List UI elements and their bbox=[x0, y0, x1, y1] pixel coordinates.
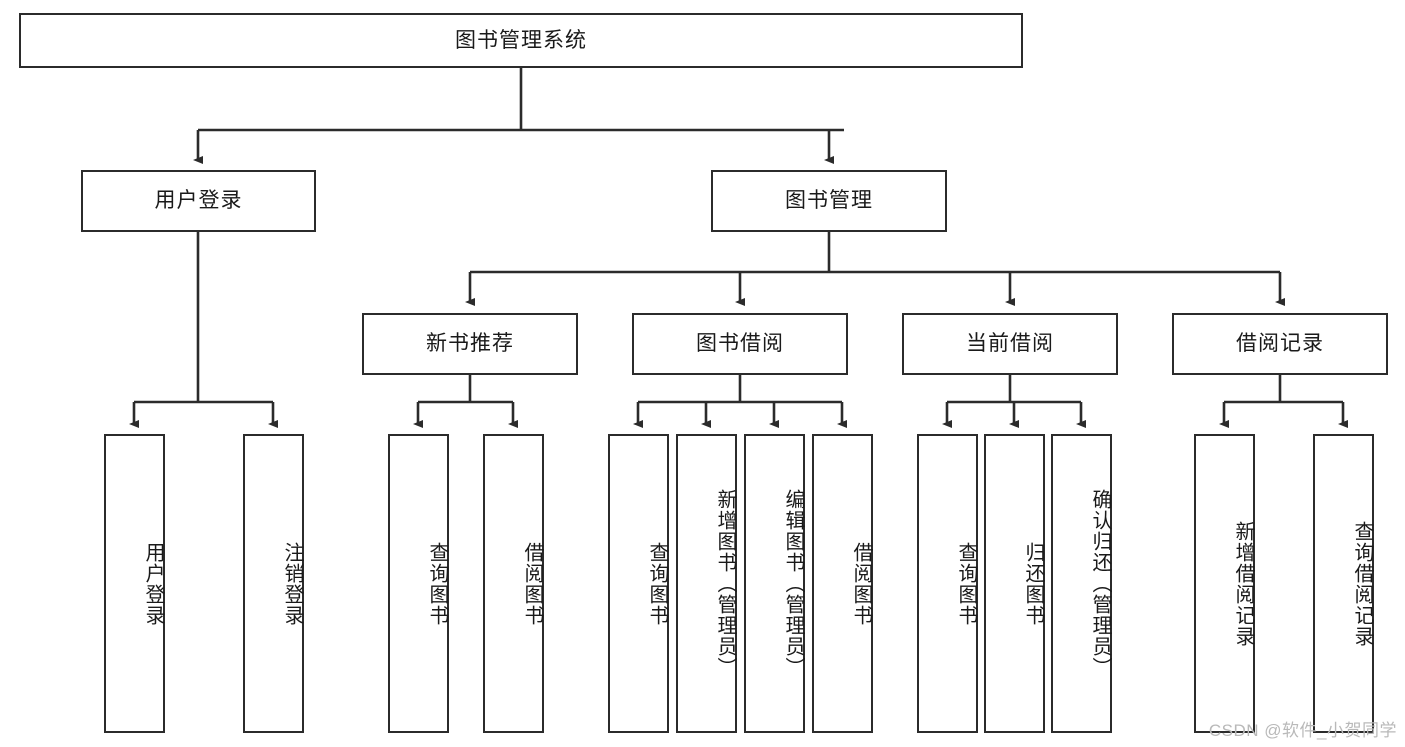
node-borrow-record[interactable]: 借阅记录 bbox=[1172, 313, 1388, 375]
node-leaf-query-record-label: 查询借阅记录 bbox=[1351, 520, 1373, 647]
node-user-login[interactable]: 用户登录 bbox=[81, 170, 316, 232]
node-leaf-add-record-label: 新增借阅记录 bbox=[1232, 520, 1254, 647]
node-current-borrow-label: 当前借阅 bbox=[966, 332, 1054, 356]
node-leaf-query-book-1[interactable]: 查询图书 bbox=[388, 434, 449, 733]
node-borrow-record-label: 借阅记录 bbox=[1236, 332, 1324, 356]
node-leaf-user-logout[interactable]: 注销登录 bbox=[243, 434, 304, 733]
node-book-manage[interactable]: 图书管理 bbox=[711, 170, 947, 232]
node-leaf-edit-book-label: 编辑图书（管理员） bbox=[782, 489, 804, 678]
node-leaf-confirm-return-label: 确认归还（管理员） bbox=[1089, 489, 1111, 678]
node-leaf-query-book-3[interactable]: 查询图书 bbox=[917, 434, 978, 733]
node-user-login-label: 用户登录 bbox=[154, 189, 243, 213]
node-book-manage-label: 图书管理 bbox=[785, 189, 873, 213]
node-leaf-query-record[interactable]: 查询借阅记录 bbox=[1313, 434, 1374, 733]
node-leaf-user-login-label: 用户登录 bbox=[142, 541, 164, 626]
node-leaf-query-book-2[interactable]: 查询图书 bbox=[608, 434, 669, 733]
node-leaf-borrow-book-2-label: 借阅图书 bbox=[850, 541, 872, 626]
node-leaf-user-login[interactable]: 用户登录 bbox=[104, 434, 165, 733]
node-leaf-query-book-3-label: 查询图书 bbox=[955, 541, 977, 626]
node-leaf-add-book-label: 新增图书（管理员） bbox=[714, 489, 736, 678]
node-leaf-add-book[interactable]: 新增图书（管理员） bbox=[676, 434, 737, 733]
node-book-borrow-label: 图书借阅 bbox=[696, 332, 784, 356]
watermark-text: CSDN @软件_小贺同学 bbox=[1208, 721, 1397, 740]
node-leaf-borrow-book-1-label: 借阅图书 bbox=[521, 541, 543, 626]
node-leaf-user-logout-label: 注销登录 bbox=[281, 541, 303, 626]
node-book-borrow[interactable]: 图书借阅 bbox=[632, 313, 848, 375]
node-leaf-return-book[interactable]: 归还图书 bbox=[984, 434, 1045, 733]
node-leaf-borrow-book-1[interactable]: 借阅图书 bbox=[483, 434, 544, 733]
node-root-label: 图书管理系统 bbox=[455, 28, 587, 52]
node-leaf-borrow-book-2[interactable]: 借阅图书 bbox=[812, 434, 873, 733]
node-current-borrow[interactable]: 当前借阅 bbox=[902, 313, 1118, 375]
node-root[interactable]: 图书管理系统 bbox=[19, 13, 1023, 68]
node-new-book-rec[interactable]: 新书推荐 bbox=[362, 313, 578, 375]
node-leaf-add-record[interactable]: 新增借阅记录 bbox=[1194, 434, 1255, 733]
node-leaf-edit-book[interactable]: 编辑图书（管理员） bbox=[744, 434, 805, 733]
node-new-book-rec-label: 新书推荐 bbox=[426, 332, 514, 356]
node-leaf-return-book-label: 归还图书 bbox=[1022, 541, 1044, 626]
node-leaf-query-book-2-label: 查询图书 bbox=[646, 541, 668, 626]
node-leaf-confirm-return[interactable]: 确认归还（管理员） bbox=[1051, 434, 1112, 733]
node-leaf-query-book-1-label: 查询图书 bbox=[426, 541, 448, 626]
